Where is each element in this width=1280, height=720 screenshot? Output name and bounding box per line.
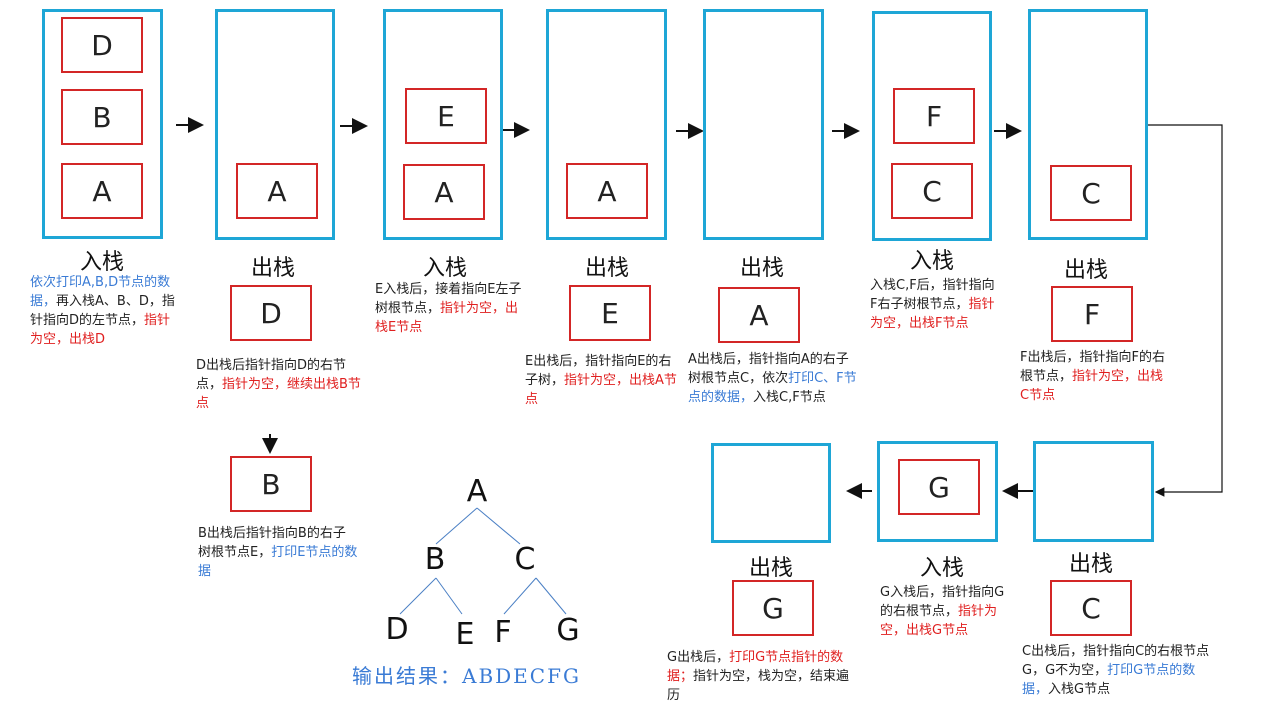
stack-10: [711, 443, 831, 543]
popped-node-a: A: [718, 287, 800, 343]
tree-edge-b-d: [399, 577, 437, 615]
stack-1-node-b: B: [61, 89, 143, 145]
popped-node-f: F: [1051, 286, 1133, 342]
tree-node-d: D: [385, 612, 409, 647]
tree-node-c: C: [514, 542, 536, 577]
popped-node-b: B: [230, 456, 312, 512]
tree-node-b: B: [424, 542, 446, 577]
tree-edge-a-b: [435, 507, 478, 545]
tree-edge-c-f: [503, 577, 537, 615]
tree-edge-c-g: [535, 577, 567, 615]
popped-node-g: G: [732, 580, 814, 636]
desc-6: 入栈C,F后，指针指向F右子树根节点，指针为空，出栈F节点: [870, 278, 995, 331]
op-label-1: 入栈: [79, 250, 124, 275]
op-label-3: 入栈: [422, 256, 467, 281]
stack-3: [383, 9, 503, 240]
arrow-wrap: [1147, 124, 1223, 497]
output-result: 输出结果：ABDECFG: [352, 664, 581, 688]
op-label-6: 入栈: [909, 249, 954, 274]
op-label-5: 出栈: [739, 256, 784, 281]
popped-node-c: C: [1050, 580, 1132, 636]
tree-edge-b-e: [435, 577, 463, 615]
tree-node-e: E: [455, 617, 475, 652]
op-label-7: 出栈: [1063, 258, 1108, 283]
op-label-2: 出栈: [250, 256, 295, 281]
tree-node-a: A: [466, 474, 488, 509]
desc-10: G出栈后，打印G节点指针的数据；指针为空，栈为空，结束遍历: [667, 650, 850, 703]
stack-3-node-a: A: [403, 164, 485, 220]
desc-3: E入栈后，接着指向E左子树根节点，指针为空，出栈E节点: [375, 282, 522, 335]
stack-8: [1033, 441, 1154, 542]
tree-node-f: F: [494, 615, 512, 650]
op-label-9: 入栈: [919, 556, 964, 581]
op-label-10: 出栈: [748, 556, 793, 581]
desc-8: C出栈后，指针指向C的右根节点G，G不为空，打印G节点的数据，入栈G节点: [1022, 644, 1210, 697]
op-label-4: 出栈: [584, 256, 629, 281]
desc-4: E出栈后，指针指向E的右子树，指针为空，出栈A节点: [525, 354, 677, 407]
stack-1-node-a: A: [61, 163, 143, 219]
stack-5: [703, 9, 824, 240]
stack-4: [546, 9, 667, 240]
op-label-8: 出栈: [1068, 552, 1113, 577]
stack-3-node-e: E: [405, 88, 487, 144]
stack-6-node-c: C: [891, 163, 973, 219]
desc-9: G入栈后，指针指向G的右根节点，指针为空，出栈G节点: [880, 585, 1005, 638]
stack-4-node-a: A: [566, 163, 648, 219]
stack-7-node-c: C: [1050, 165, 1132, 221]
popped-node-e: E: [569, 285, 651, 341]
stack-1-node-d: D: [61, 17, 143, 73]
stack-9: [877, 441, 998, 542]
desc-5: A出栈后，指针指向A的右子树根节点C，依次打印C、F节点的数据，入栈C,F节点: [688, 352, 857, 405]
stack-6: [872, 11, 992, 241]
stack-6-node-f: F: [893, 88, 975, 144]
tree-node-g: G: [556, 613, 580, 648]
stack-2: [215, 9, 335, 240]
stack-2-node-a: A: [236, 163, 318, 219]
stack-1: [42, 9, 163, 239]
tree-edge-a-c: [476, 507, 521, 545]
desc-7: F出栈后，指针指向F的右根节点，指针为空，出栈C节点: [1020, 350, 1165, 403]
desc-2b: B出栈后指针指向B的右子树根节点E，打印E节点的数据: [198, 526, 358, 579]
popped-node-d: D: [230, 285, 312, 341]
desc-2: D出栈后指针指向D的右节点，指针为空，继续出栈B节点: [196, 358, 361, 411]
desc-1: 依次打印A,B,D节点的数据，再入栈A、B、D，指针指向D的左节点，指针为空，出…: [30, 275, 175, 347]
stack-9-node-g: G: [898, 459, 980, 515]
stack-7: [1028, 9, 1148, 240]
